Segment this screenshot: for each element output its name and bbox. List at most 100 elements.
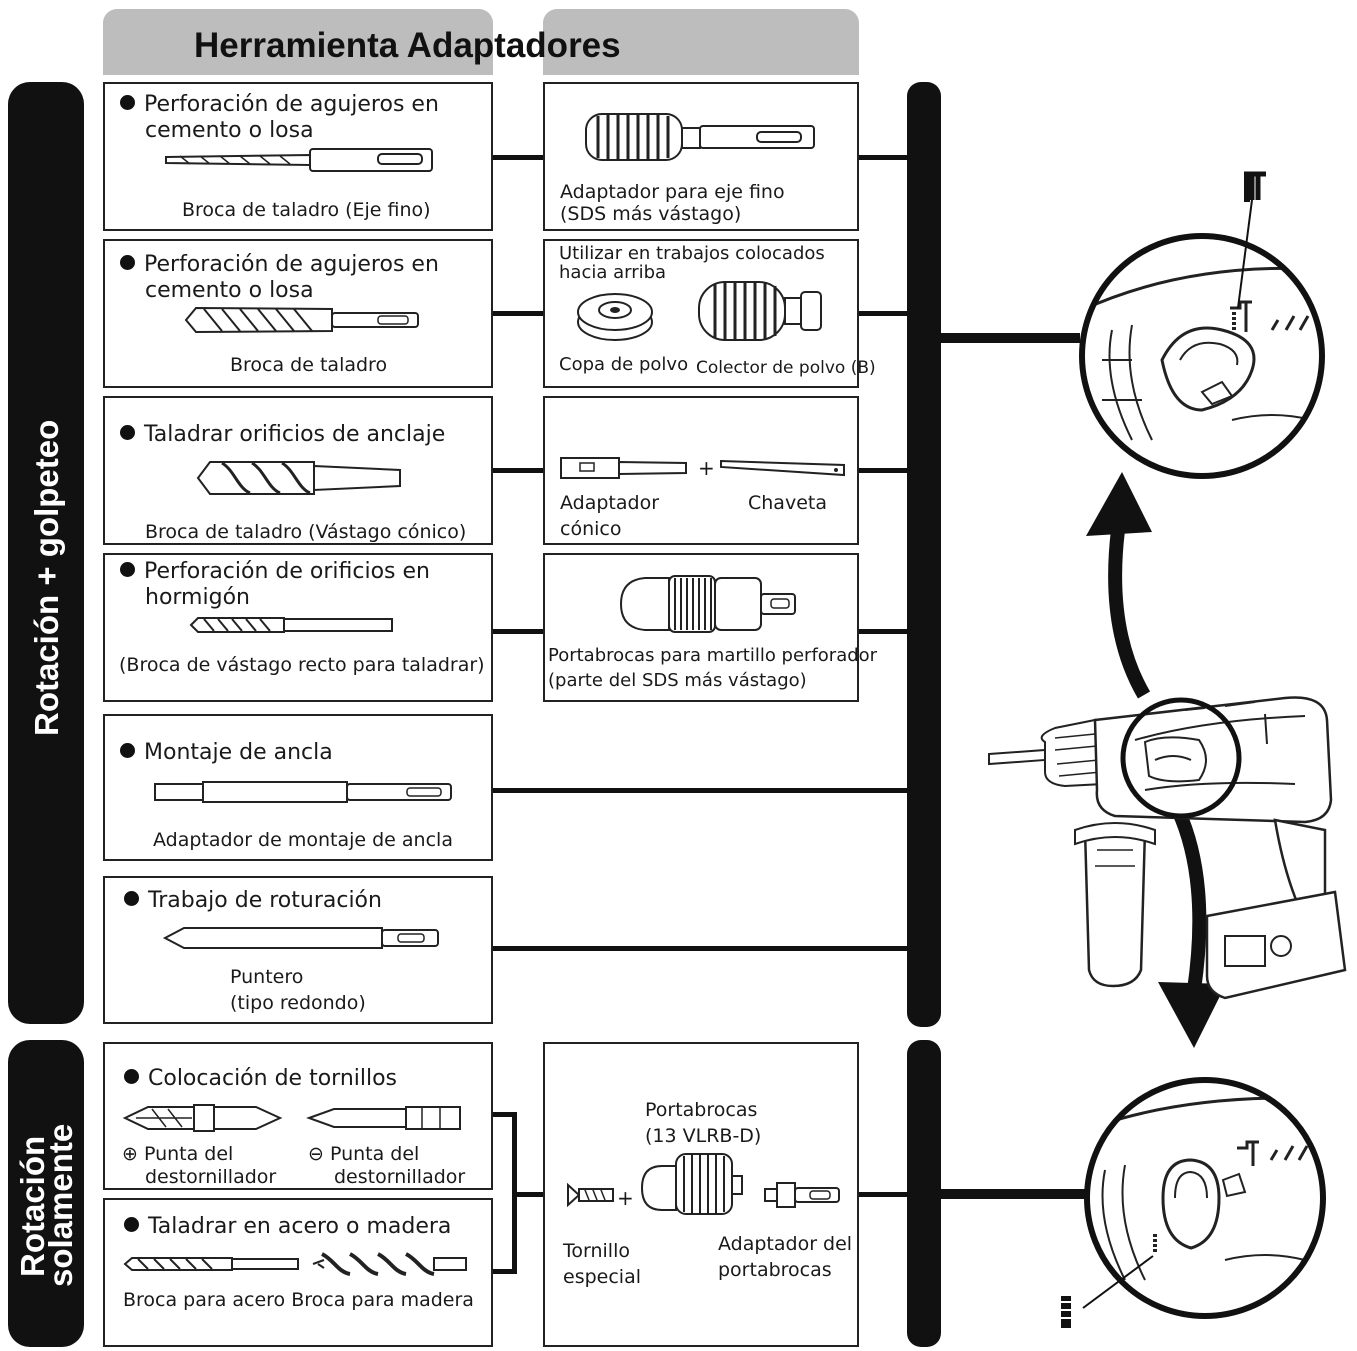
taper-adapter-icon (560, 457, 687, 479)
adapter-label-row4-line2: (parte del SDS más vástago) (548, 670, 807, 691)
plus-sign-row3: + (698, 456, 715, 480)
adapter-note-row2-line1: Utilizar en trabajos colocados (559, 243, 825, 264)
sidebar-label-rotation-hammer: Rotación + golpeteo (28, 419, 65, 736)
arrow-up-icon (1086, 472, 1152, 699)
hammer-drill-chuck-icon (619, 575, 796, 633)
task-row2-line1: Perforación de agujeros en (120, 252, 439, 278)
chuck-adapter-icon (764, 1182, 840, 1208)
slotted-bit-icon (306, 1106, 461, 1130)
phillips-bit-label-2: destornillador (145, 1166, 277, 1188)
bullet-icon (124, 1217, 139, 1232)
bullet-icon (120, 255, 135, 270)
connector-row1-left (492, 155, 544, 160)
rail-rotation-hammer (907, 82, 941, 1027)
bullet-icon (124, 1069, 139, 1084)
task-steel-wood: Taladrar en acero o madera (124, 1214, 451, 1240)
sidebar-rotation-only (8, 1040, 84, 1347)
adapter-label-row2-a: Copa de polvo (559, 354, 689, 375)
adapter-label-row3-a-line2: cónico (560, 518, 622, 540)
cotter-key-icon (720, 459, 845, 477)
tool-caption-row1: Broca de taladro (Eje fino) (182, 199, 431, 221)
adapter-label-row3-a-line1: Adaptador (560, 492, 660, 514)
tool-caption-steel-wood: Broca para acero Broca para madera (123, 1289, 474, 1311)
special-screw-label-1: Tornillo (563, 1240, 630, 1262)
adapter-label-row1-line1: Adaptador para eje fino (560, 181, 785, 203)
dust-cup-icon (577, 293, 653, 341)
tool-caption-row4: (Broca de vástago recto para taladrar) (119, 654, 485, 676)
keyed-chuck-icon (640, 1153, 743, 1215)
plus-symbol-icon: ⊕ (122, 1143, 138, 1165)
connector-rail-top-to-lens (940, 333, 1080, 343)
thin-shaft-adapter-icon (585, 113, 815, 161)
task-row5-line1: Montaje de ancla (120, 740, 333, 766)
tool-box-row6 (103, 876, 493, 1024)
connector-row4-left (492, 629, 544, 634)
task-row2-line2: cemento o losa (145, 278, 314, 303)
tool-caption-row6-line2: (tipo redondo) (230, 992, 366, 1014)
tool-caption-row5: Adaptador de montaje de ancla (153, 829, 453, 851)
slotted-bit-label-1: ⊖ Punta del (308, 1143, 420, 1165)
sidebar-label-rotation-only-2: solamente (42, 1123, 79, 1287)
task-row4-line2: hormigón (145, 585, 250, 610)
slotted-bit-label-2: destornillador (334, 1166, 466, 1188)
connector-row6 (492, 946, 909, 951)
adapter-note-row2-line2: hacia arriba (559, 262, 667, 283)
bullet-icon (120, 562, 135, 577)
straight-shank-drill-bit-icon (189, 617, 393, 633)
connector-rail-bottom-to-lens (940, 1189, 1085, 1199)
wood-drill-bit-icon (312, 1252, 467, 1276)
bracket-rotation-only (492, 1112, 517, 1274)
special-screw-label-2: especial (563, 1266, 641, 1288)
chuck-key-screw-icon (567, 1182, 614, 1208)
adapter-label-row4-line1: Portabrocas para martillo perforador (548, 645, 878, 666)
tool-caption-row6-line1: Puntero (230, 966, 304, 988)
taper-shank-drill-bit-icon (196, 461, 401, 495)
bullet-icon (124, 891, 139, 906)
adapter-label-row2-b: Colector de polvo (B) (696, 358, 876, 378)
chuck-adapter-label-2: portabrocas (718, 1259, 832, 1281)
phillips-bit-label-1: ⊕ Punta del (122, 1143, 234, 1165)
bull-point-chisel-icon (162, 927, 439, 949)
task-row4-line1: Perforación de orificios en (120, 559, 430, 585)
arrow-down-icon (1158, 807, 1226, 1048)
adapter-label-row3-b: Chaveta (748, 492, 827, 514)
tool-caption-row3: Broca de taladro (Vástago cónico) (145, 521, 467, 543)
header-tab-tool (103, 9, 493, 75)
connector-row3-right (857, 468, 909, 473)
task-row1-line2: cemento o losa (145, 118, 314, 143)
task-row3-line1: Taladrar orificios de anclaje (120, 422, 445, 448)
plus-sign-rot-1: + (617, 1186, 634, 1210)
rotary-hammer-drill-icon (988, 696, 1347, 1000)
connector-bracket-to-adapter (516, 1192, 544, 1197)
mode-switch-rotation-closeup-icon (1061, 1077, 1326, 1328)
task-row1-line1: Perforación de agujeros en (120, 92, 439, 118)
sds-drill-bit-thin-icon (165, 148, 433, 172)
steel-drill-bit-icon (123, 1257, 299, 1271)
anchor-setting-adapter-icon (154, 781, 452, 803)
tool-caption-row2: Broca de taladro (230, 354, 388, 376)
bullet-icon (120, 95, 135, 110)
dust-collector-icon (698, 281, 822, 341)
page-title: Herramienta Adaptadores (194, 26, 621, 65)
chuck-label-line2: (13 VLRB-D) (645, 1125, 762, 1147)
connector-row3-left (492, 468, 544, 473)
header-tab-adapter (543, 9, 859, 75)
connector-row1-right (857, 155, 909, 160)
bullet-icon (120, 743, 135, 758)
connector-row2-right (857, 311, 909, 316)
sidebar-rotation-hammer (8, 82, 84, 1024)
chuck-label-line1: Portabrocas (645, 1099, 758, 1121)
chuck-adapter-label-1: Adaptador del (718, 1233, 853, 1255)
bullet-icon (120, 425, 135, 440)
adapter-label-row1-line2: (SDS más vástago) (560, 203, 742, 225)
connector-rot-adapter-right (857, 1192, 909, 1197)
connector-row5 (492, 788, 909, 793)
rail-rotation-only (907, 1040, 941, 1347)
task-row6-line1: Trabajo de roturación (124, 888, 382, 914)
phillips-bit-icon (122, 1104, 283, 1132)
mode-switch-hammer-closeup-icon (1079, 171, 1325, 479)
sds-drill-bit-icon (184, 306, 419, 334)
connector-row2-left (492, 311, 544, 316)
minus-symbol-icon: ⊖ (308, 1143, 324, 1165)
connector-row4-right (857, 629, 909, 634)
